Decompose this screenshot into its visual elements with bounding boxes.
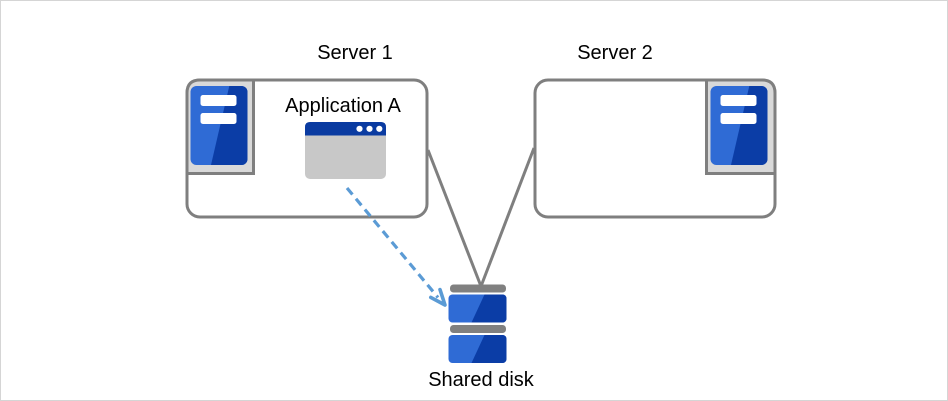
arrow-application-disk xyxy=(345,186,440,299)
disk-stack-icon xyxy=(448,284,507,363)
tower-body-dark xyxy=(211,86,248,165)
disk-segment xyxy=(448,335,507,363)
server1-label: Server 1 xyxy=(317,42,393,64)
disk-segment xyxy=(448,294,507,323)
window-dot xyxy=(356,125,363,132)
server-tower-icon xyxy=(710,86,768,165)
tower-slot xyxy=(720,113,757,124)
disk-body-dark xyxy=(471,335,507,363)
tower-body-dark xyxy=(731,86,768,165)
arrowhead-icon xyxy=(429,287,447,307)
disk-body-dark xyxy=(471,294,507,323)
window-body xyxy=(305,122,386,179)
window-titlebar xyxy=(305,122,386,136)
shared-disk-label: Shared disk xyxy=(428,369,534,391)
tower-slot xyxy=(720,95,757,106)
server-tower-icon xyxy=(190,86,248,165)
window-dot xyxy=(366,125,373,132)
app-window-icon xyxy=(305,122,386,179)
disk-platter-bar xyxy=(450,325,506,333)
server2-label: Server 2 xyxy=(577,42,653,64)
connector-server1-disk xyxy=(426,149,482,286)
tower-slot xyxy=(200,95,237,106)
application-a-label: Application A xyxy=(285,95,401,117)
connector-server2-disk xyxy=(480,147,536,286)
tower-slot xyxy=(200,113,237,124)
window-dot xyxy=(376,125,383,132)
disk-platter-bar xyxy=(450,284,506,293)
